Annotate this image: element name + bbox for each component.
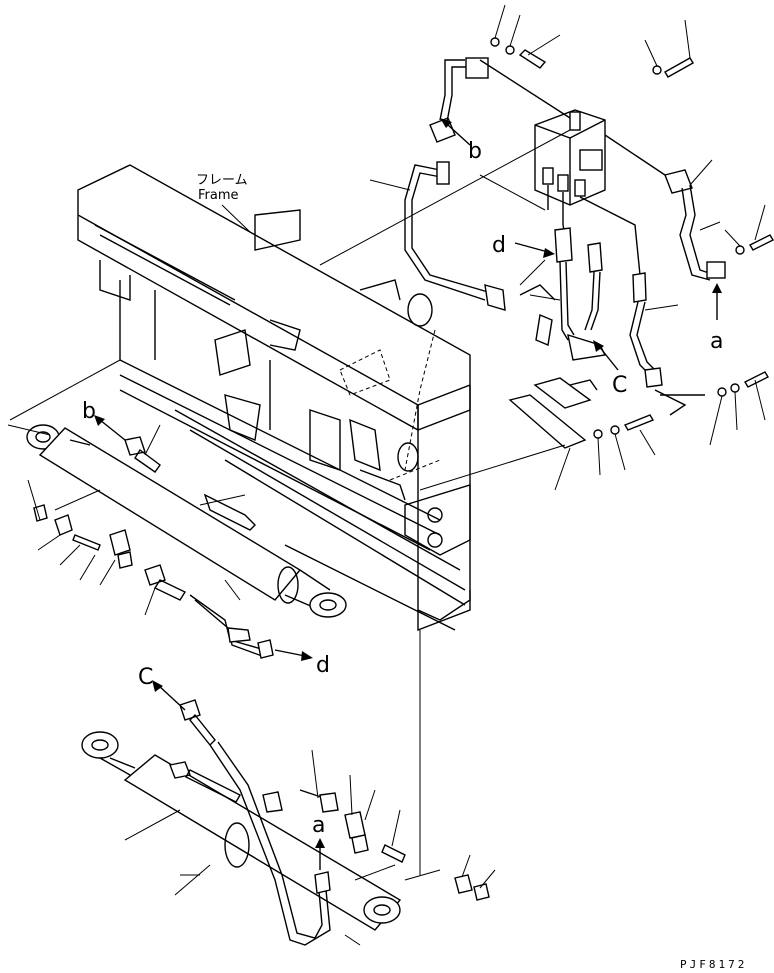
frame-assembly — [77, 164, 471, 632]
callout-d-top: d — [492, 233, 506, 258]
drawing-number: PJF8172 — [680, 958, 747, 971]
tilt-cylinder-lower — [81, 630, 496, 946]
callout-a-bottom: a — [312, 813, 325, 838]
valve-and-hoses — [319, 4, 774, 491]
frame-label-jp: フレーム — [196, 173, 248, 188]
callout-b-top: b — [468, 139, 482, 164]
tilt-cylinder-upper — [7, 359, 347, 618]
callout-arrows — [94, 118, 722, 870]
callout-b-left: b — [82, 399, 96, 424]
frame-label-en: Frame — [198, 188, 239, 203]
callout-a-top: a — [710, 329, 723, 354]
callout-c-bottom: C — [138, 665, 153, 690]
fittings-left — [27, 479, 274, 659]
callout-d-mid: d — [316, 653, 330, 678]
callout-c-right: C — [612, 373, 627, 398]
